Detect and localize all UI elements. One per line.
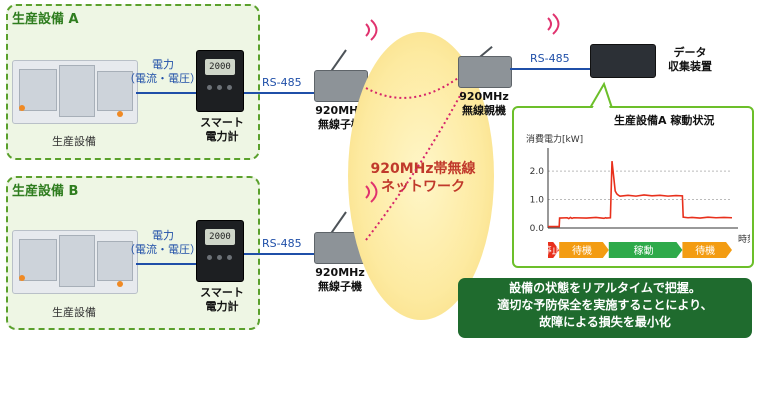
radio-b-label-1: 920MHz (315, 266, 365, 279)
status-segment-0 (548, 242, 560, 258)
parent-radio-icon (458, 56, 512, 88)
bottom-message-line-1: 設備の状態をリアルタイムで把握。 (509, 281, 701, 295)
status-segment-3 (682, 242, 732, 258)
chart-ytick-label: 0.0 (530, 224, 545, 234)
signal-icon-a (365, 19, 378, 41)
rs485-b-line (244, 253, 314, 255)
radio-b-label-2: 無線子機 (318, 280, 362, 293)
rs485-parent-line (510, 68, 590, 70)
meter-a-label-1: スマート (200, 116, 244, 129)
group-b-title: 生産設備 B (12, 184, 79, 199)
status-label-0: 停止 (542, 244, 562, 257)
radio-a-label-1: 920MHz (315, 104, 365, 117)
collector-icon (590, 44, 656, 78)
meter-a-display: 2000 (205, 59, 235, 75)
chart-ytick-label: 2.0 (530, 167, 545, 177)
network-label-1: 920MHz帯無線 (370, 161, 476, 177)
meter-b-label-2: 電力計 (205, 300, 239, 313)
power-a-line (136, 92, 196, 94)
link-b-parent (365, 91, 463, 241)
chart-xlabel: 時刻 (738, 233, 750, 245)
link-a-parent (365, 77, 459, 99)
chart-callout (512, 106, 754, 268)
bottom-message-line-3: 故障による損失を最小化 (539, 315, 671, 329)
rs485-a-line (244, 92, 314, 94)
radio-a-label-2: 無線子機 (318, 118, 362, 131)
rs485-parent-label: RS-485 (530, 52, 570, 65)
meter-a-icon: 2000 (196, 50, 244, 112)
status-segment-1 (559, 242, 609, 258)
machine-a-image (12, 60, 138, 124)
power-b-label: 電力 (152, 229, 174, 242)
meter-a-label-2: 電力計 (205, 130, 239, 143)
power-a-label: 電力 (152, 58, 174, 71)
status-segment-2 (608, 242, 683, 258)
meter-b-display: 2000 (205, 229, 235, 245)
chart-series-line (548, 161, 733, 228)
status-label-1: 待機 (572, 244, 592, 257)
bottom-message: 設備の状態をリアルタイムで把握。 適切な予防保全を実施することにより、 故障によ… (458, 278, 752, 338)
status-label-2: 稼動 (634, 244, 654, 257)
signal-icon-parent (547, 13, 560, 35)
machine-a-caption: 生産設備 (52, 135, 96, 148)
power-b-sub: （電流・電圧） (124, 243, 201, 256)
parent-label-1: 920MHz (459, 90, 509, 103)
power-a-sub: （電流・電圧） (124, 72, 201, 85)
rs485-a-label: RS-485 (262, 76, 302, 89)
collector-label-2: 収集装置 (668, 60, 712, 73)
chart-title: 生産設備A 稼動状況 (614, 114, 715, 127)
machine-b-caption: 生産設備 (52, 306, 96, 319)
rs485-b-label: RS-485 (262, 237, 302, 250)
chart-ytick-label: 1.0 (530, 196, 545, 206)
bottom-message-line-2: 適切な予防保全を実施することにより、 (497, 298, 713, 312)
machine-b-image (12, 230, 138, 294)
meter-b-icon: 2000 (196, 220, 244, 282)
status-label-3: 待機 (695, 244, 715, 257)
signal-icon-b (365, 181, 378, 203)
power-chart: 消費電力[kW]0.01.02.0時刻停止待機稼動待機 (526, 133, 750, 258)
collector-label-1: データ (673, 46, 707, 59)
power-b-line (136, 263, 196, 265)
chart-ylabel: 消費電力[kW] (526, 133, 583, 145)
group-a-title: 生産設備 A (12, 12, 79, 27)
meter-b-label-1: スマート (200, 286, 244, 299)
parent-label-2: 無線親機 (462, 104, 506, 117)
